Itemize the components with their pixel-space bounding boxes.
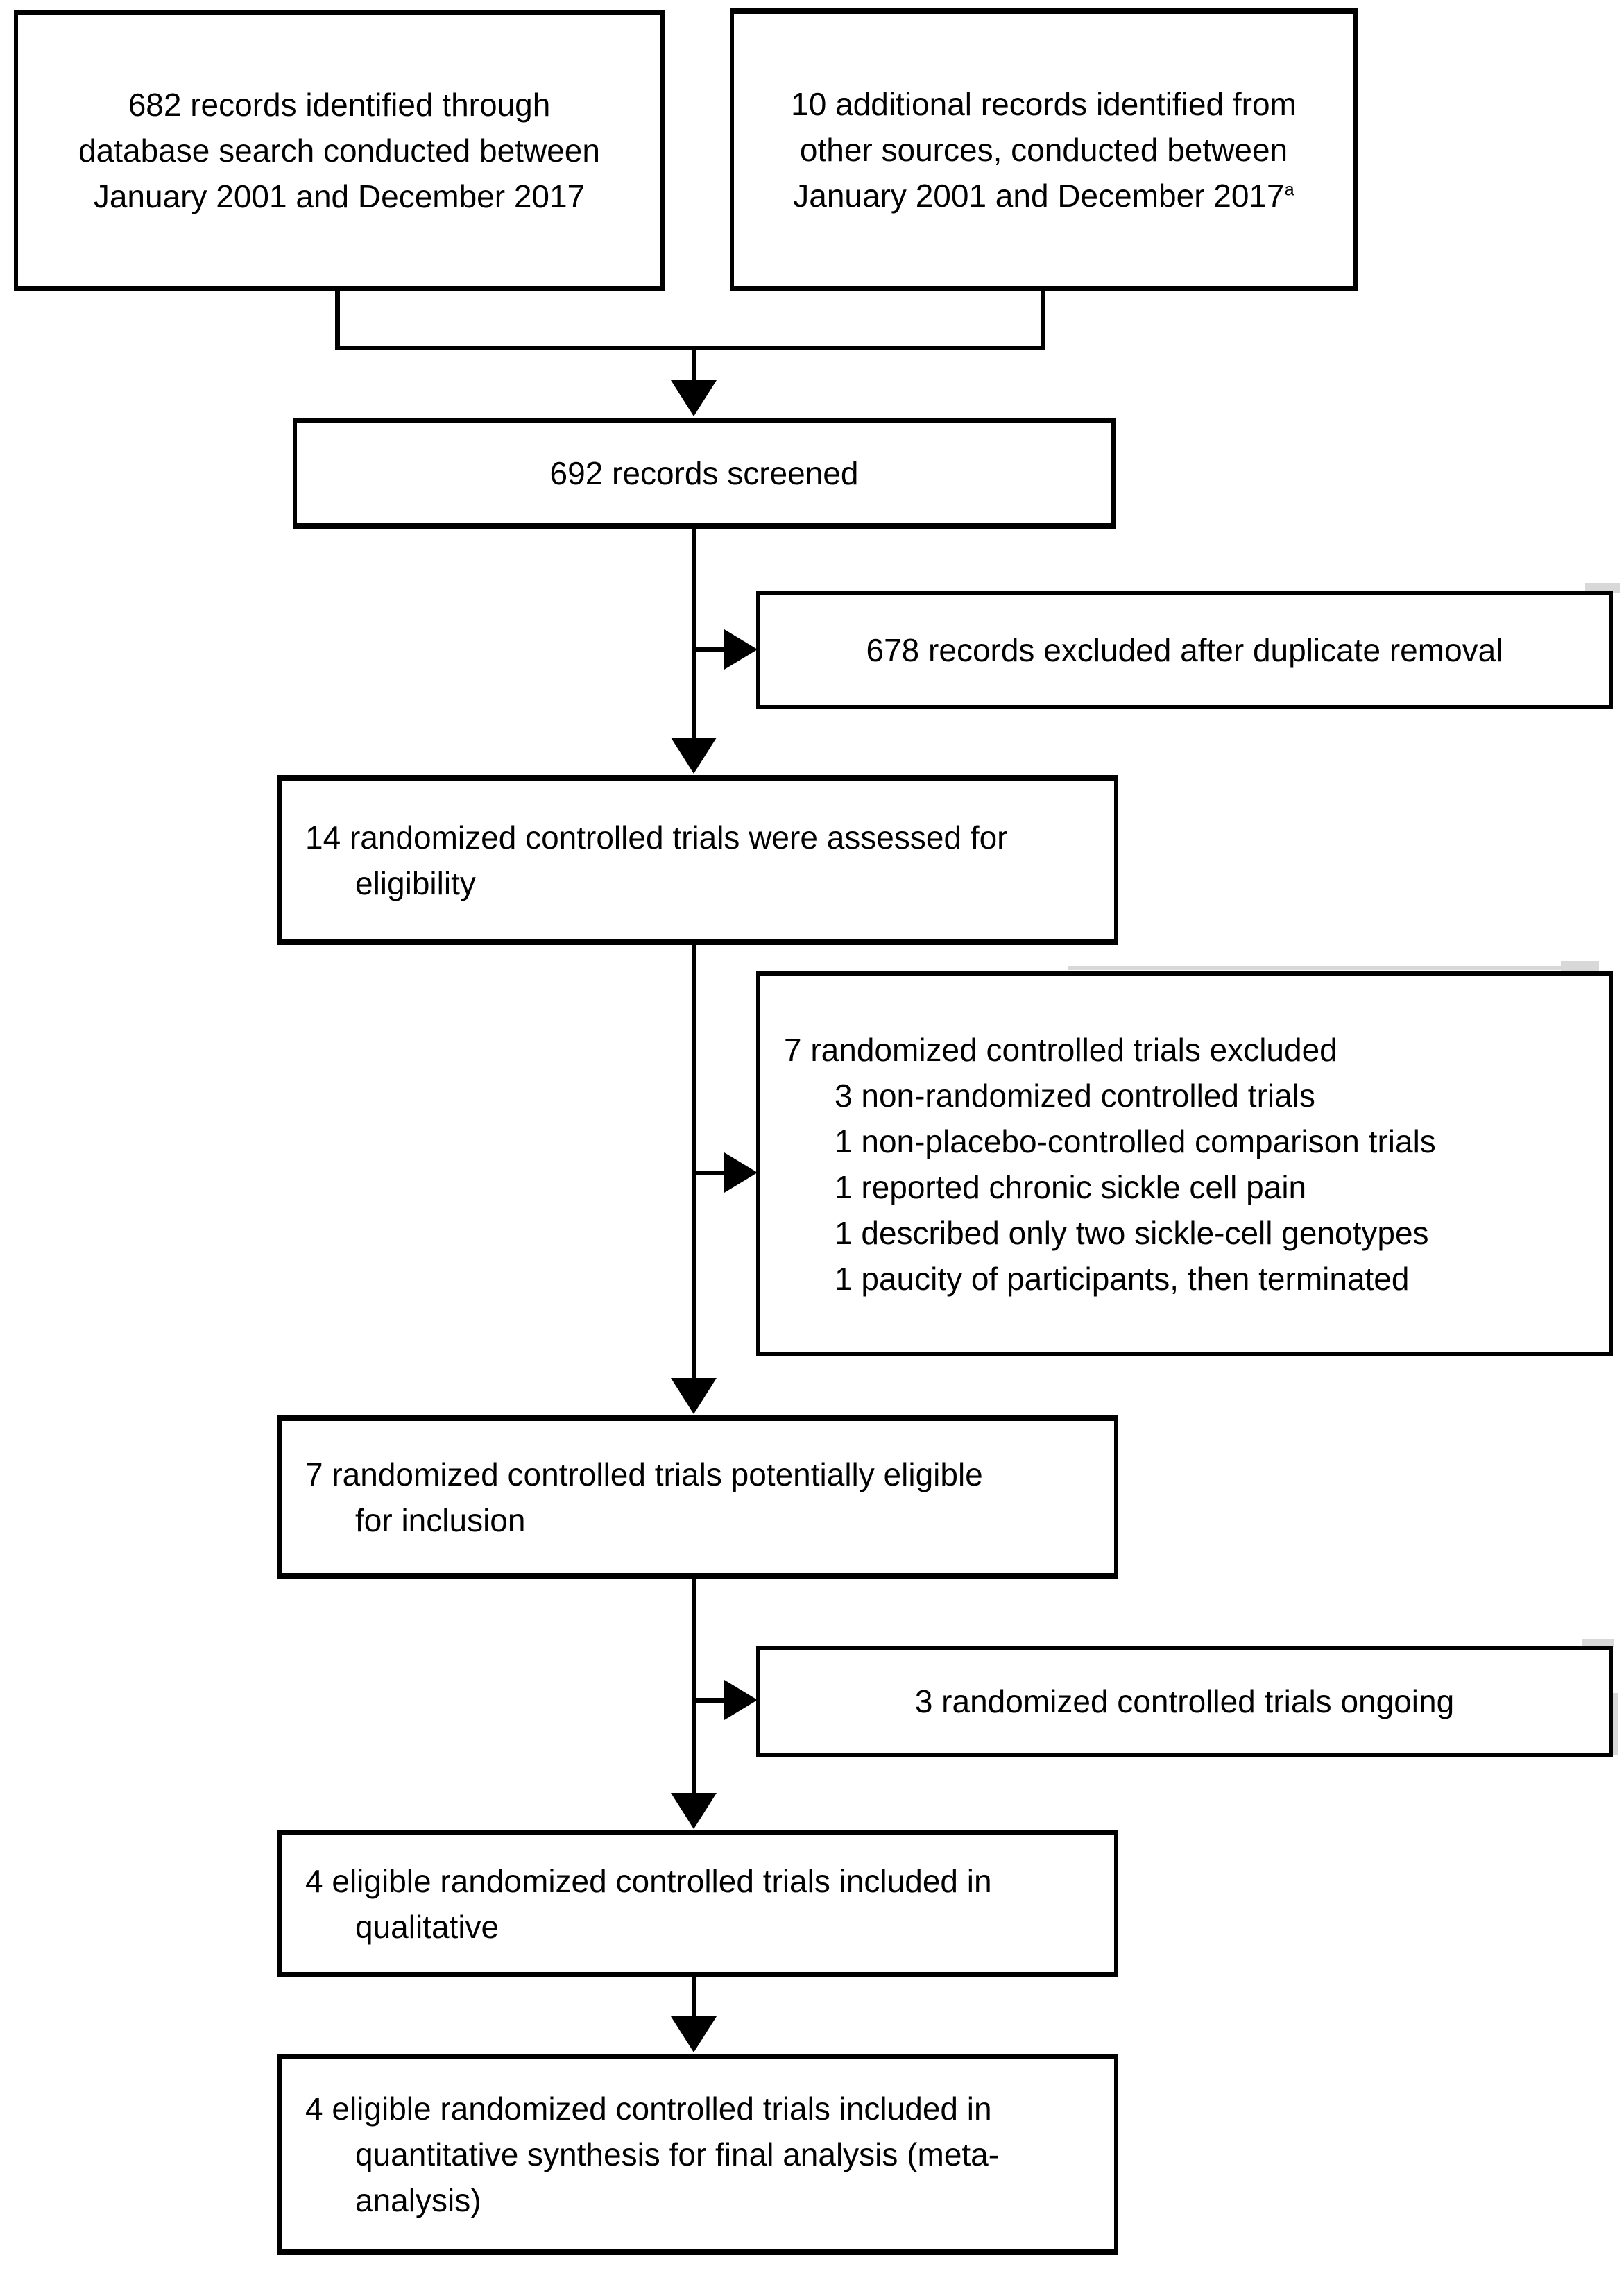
arrow-down-icon — [671, 380, 717, 416]
connector-merge-shaft — [692, 347, 696, 382]
connector-merge-bracket — [335, 346, 1045, 350]
arrow-right-icon — [724, 1152, 758, 1193]
box-quantitative-synthesis: 4 eligible randomized controlled trials … — [277, 2054, 1118, 2255]
exclusion-list-item: 3 non-randomized controlled trials — [835, 1077, 1315, 1114]
box-text-line: January 2001 and December 2017a — [793, 173, 1294, 219]
connector-branch-duplicates — [692, 647, 728, 652]
connector-qualitative-to-quantitative — [692, 1976, 696, 2018]
scan-artifact — [1613, 1693, 1618, 1755]
box-text-line: quantitative synthesis for final analysi… — [355, 2136, 1000, 2172]
exclusion-list-item: 1 non-placebo-controlled comparison tria… — [835, 1123, 1436, 1159]
arrow-down-icon — [671, 738, 717, 774]
box-potentially-eligible: 7 randomized controlled trials potential… — [277, 1415, 1118, 1579]
box-text-line: January 2001 and December 2017 — [93, 178, 586, 214]
connector-branch-excluded — [692, 1171, 728, 1175]
scan-artifact — [1582, 1639, 1614, 1647]
box-text-line: 4 eligible randomized controlled trials … — [305, 1862, 992, 1899]
arrow-right-icon — [724, 1680, 758, 1720]
scan-artifact — [1561, 961, 1599, 971]
connector-stub-left — [335, 290, 340, 349]
box-text-line: 10 additional records identified from — [791, 86, 1297, 122]
box-records-screened: 692 records screened — [293, 418, 1116, 529]
footnote-marker: a — [1284, 180, 1294, 200]
exclusion-list-item: 1 reported chronic sickle cell pain — [835, 1168, 1307, 1205]
arrow-down-icon — [671, 1378, 717, 1414]
box-text-line: analysis) — [355, 2182, 481, 2218]
box-text-line: 4 eligible randomized controlled trials … — [305, 2091, 992, 2127]
box-identified-other-sources: 10 additional records identified from ot… — [730, 8, 1358, 291]
box-text-line: 7 randomized controlled trials potential… — [305, 1456, 983, 1492]
box-text-line: other sources, conducted between — [799, 132, 1288, 168]
arrow-down-icon — [671, 1793, 717, 1829]
box-text-line: 682 records identified through — [128, 87, 551, 123]
box-text-line: qualitative — [355, 1908, 499, 1945]
box-excluded-duplicates: 678 records excluded after duplicate rem… — [756, 591, 1613, 709]
box-text-line: 14 randomized controlled trials were ass… — [305, 819, 1008, 856]
scan-artifact — [1585, 583, 1620, 593]
box-text-line: database search conducted between — [78, 133, 600, 169]
box-excluded-rcts: 7 randomized controlled trials excluded … — [756, 971, 1613, 1356]
box-identified-database: 682 records identified through database … — [14, 10, 665, 291]
connector-assessed-to-eligible — [692, 944, 696, 1379]
exclusion-list-item: 1 described only two sickle-cell genotyp… — [835, 1214, 1429, 1251]
connector-eligible-to-qualitative — [692, 1577, 696, 1794]
exclusion-list-heading: 7 randomized controlled trials excluded — [784, 1031, 1337, 1068]
scan-artifact — [1068, 966, 1596, 970]
box-text-segment: January 2001 and December 2017 — [793, 178, 1285, 214]
box-ongoing-trials: 3 randomized controlled trials ongoing — [756, 1646, 1613, 1757]
connector-branch-ongoing — [692, 1698, 728, 1703]
arrow-right-icon — [724, 629, 758, 670]
box-text-line: 692 records screened — [549, 455, 859, 491]
box-text-line: eligibility — [355, 865, 476, 901]
box-qualitative-synthesis: 4 eligible randomized controlled trials … — [277, 1830, 1118, 1977]
exclusion-list-item: 1 paucity of participants, then terminat… — [835, 1260, 1410, 1297]
arrow-down-icon — [671, 2016, 717, 2052]
connector-stub-right — [1041, 290, 1045, 349]
box-text-line: 678 records excluded after duplicate rem… — [866, 632, 1503, 668]
box-assessed-eligibility: 14 randomized controlled trials were ass… — [277, 775, 1118, 945]
connector-screened-to-assessed — [692, 527, 696, 739]
box-text-line: for inclusion — [355, 1502, 526, 1538]
box-text-line: 3 randomized controlled trials ongoing — [914, 1683, 1455, 1719]
